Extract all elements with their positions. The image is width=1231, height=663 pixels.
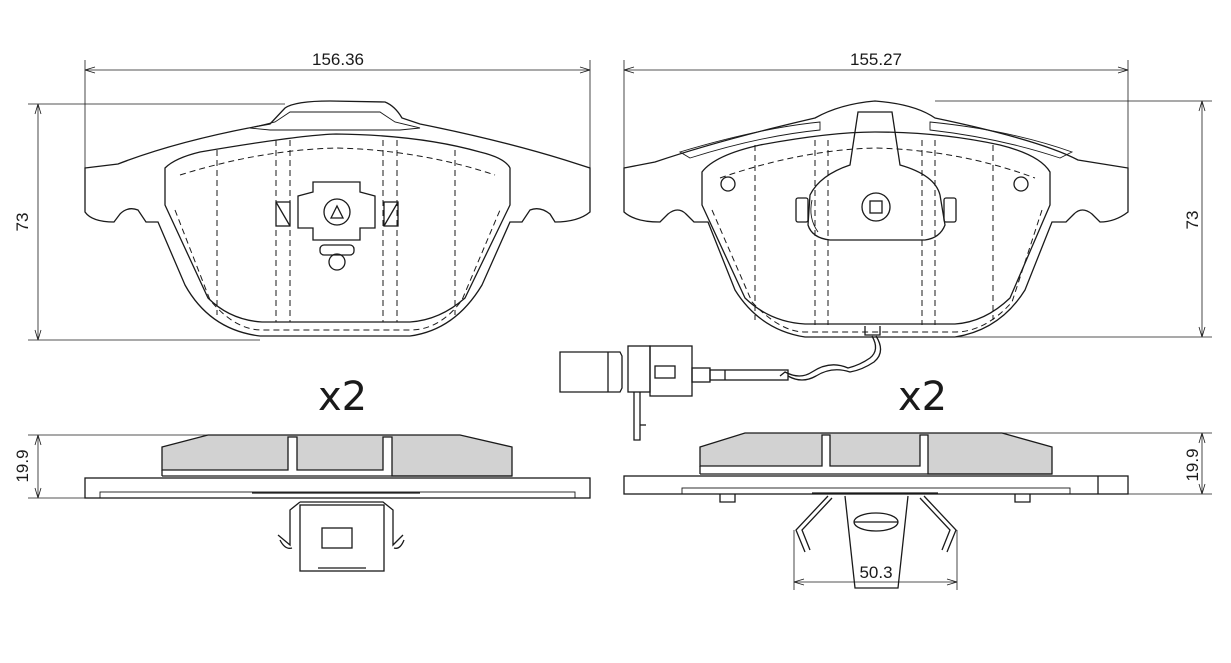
- clip-width-dimension: [793, 530, 958, 590]
- left-thickness-label: 19.9: [13, 449, 32, 482]
- right-height-dimension: [935, 100, 1212, 338]
- left-height-label: 73: [13, 213, 32, 232]
- left-width-label: 156.36: [312, 50, 364, 69]
- left-pad-side-view: [84, 434, 591, 572]
- left-height-dimension: [28, 103, 285, 341]
- left-width-dimension: [84, 60, 591, 168]
- left-quantity-label: x2: [318, 374, 367, 420]
- right-width-dimension: [623, 60, 1129, 168]
- left-thickness-dimension: [28, 434, 208, 499]
- right-pad-front-view: [623, 100, 1129, 338]
- right-height-label: 73: [1183, 211, 1202, 230]
- left-pad-front-view: [84, 100, 591, 337]
- right-quantity-label: x2: [898, 374, 947, 420]
- right-thickness-label: 19.9: [1183, 448, 1202, 481]
- wear-sensor: [559, 335, 882, 441]
- clip-width-label: 50.3: [859, 563, 892, 582]
- right-pad-side-view: [623, 432, 1129, 589]
- right-thickness-dimension: [1002, 432, 1212, 495]
- right-width-label: 155.27: [850, 50, 902, 69]
